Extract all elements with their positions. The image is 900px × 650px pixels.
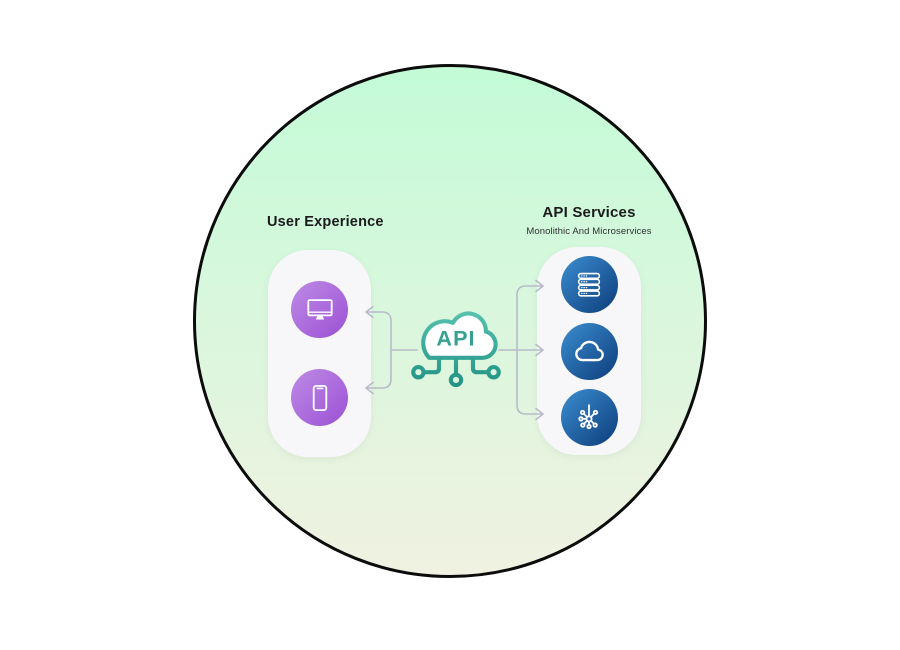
api-label: API xyxy=(436,325,475,350)
api-services-card xyxy=(537,247,641,455)
api-cloud-icon: API xyxy=(411,311,501,388)
api-services-header: API Services Monolithic And Microservice… xyxy=(489,204,689,237)
api-services-subtitle: Monolithic And Microservices xyxy=(526,226,652,237)
user-experience-card xyxy=(268,250,371,457)
network-hub-icon xyxy=(560,388,618,446)
desktop-monitor-icon xyxy=(291,281,348,338)
smartphone-icon xyxy=(291,369,348,426)
api-services-title: API Services xyxy=(542,204,636,221)
cloud-icon xyxy=(560,322,618,380)
server-rack-icon xyxy=(560,256,618,314)
user-experience-title: User Experience xyxy=(267,214,384,230)
